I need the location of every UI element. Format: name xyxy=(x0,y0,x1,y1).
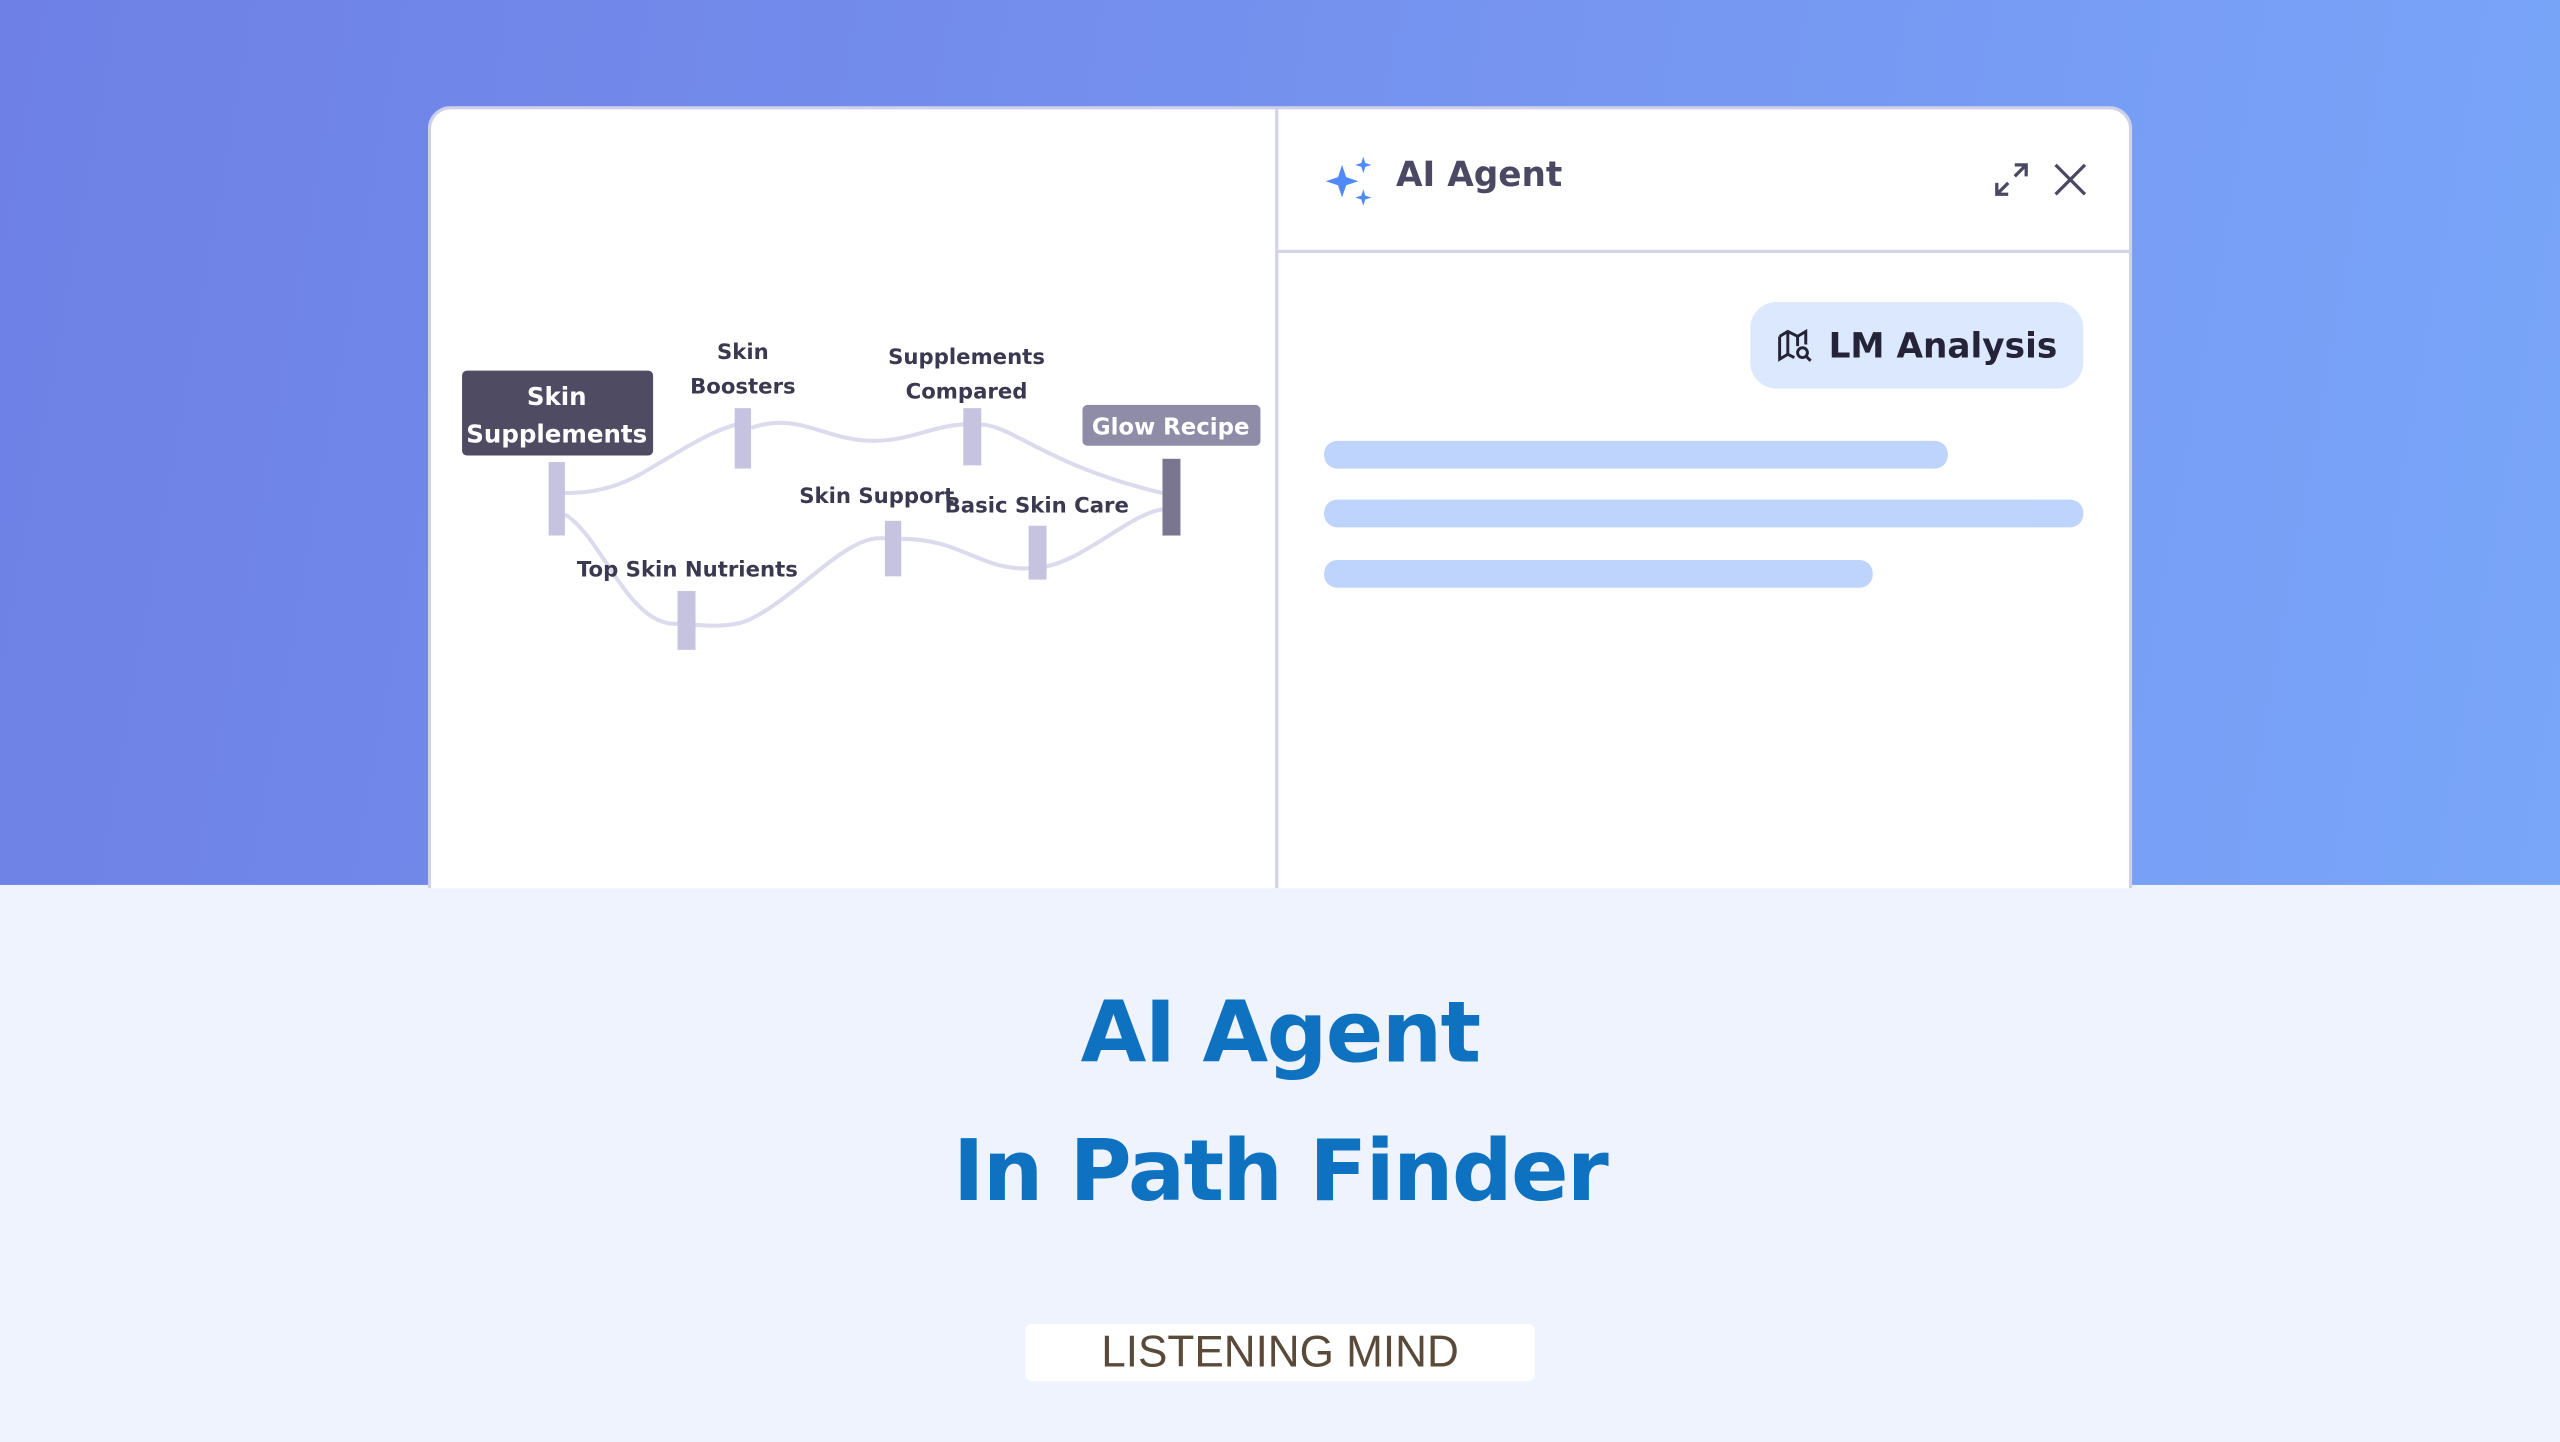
node-label: Top Skin Nutrients xyxy=(577,557,798,582)
brand-logo-text: LISTENING MIND xyxy=(1025,1324,1535,1382)
close-icon[interactable] xyxy=(2049,158,2091,200)
node-bar xyxy=(677,591,696,650)
graph-node-skin-support[interactable]: Skin Support xyxy=(799,484,954,577)
headline-line-1: AI Agent xyxy=(1080,984,1482,1083)
graph-node-skin-boosters[interactable]: Skin Boosters xyxy=(690,340,796,469)
app-window: AI Agent LM Analysis xyxy=(427,106,2133,889)
graph-link xyxy=(564,422,737,496)
node-bar xyxy=(963,408,982,466)
node-label: Glow Recipe xyxy=(1092,414,1250,440)
graph-link xyxy=(750,420,980,443)
node-bar xyxy=(734,408,752,469)
node-bar xyxy=(884,520,902,577)
loading-line xyxy=(1324,440,1948,469)
graph-node-top-skin-nutrients[interactable]: Top Skin Nutrients xyxy=(577,557,798,650)
node-label: Basic Skin Care xyxy=(945,494,1129,519)
graph-node-basic-skin-care[interactable]: Basic Skin Care xyxy=(945,494,1129,580)
node-label-box xyxy=(1082,404,1261,446)
node-bar xyxy=(1028,525,1047,580)
node-label: Skin xyxy=(527,382,587,411)
panel-divider xyxy=(1275,109,1279,889)
node-label: Compared xyxy=(906,379,1028,404)
lm-analysis-label: LM Analysis xyxy=(1828,325,2058,365)
map-search-icon xyxy=(1778,328,1812,362)
graph-link xyxy=(563,512,887,628)
graph-links xyxy=(563,420,1163,628)
loading-line xyxy=(1324,499,2084,528)
graph-node-glow-recipe[interactable]: Glow Recipe xyxy=(1082,404,1261,536)
node-label-box xyxy=(462,370,654,456)
node-label: Supplements xyxy=(466,419,647,448)
ai-agent-title: AI Agent xyxy=(1395,155,1563,195)
graph-node-skin-supplements[interactable]: Skin Supplements xyxy=(462,370,654,536)
node-bar xyxy=(548,462,565,536)
expand-icon[interactable] xyxy=(1990,158,2032,200)
node-label: Supplements xyxy=(888,345,1045,370)
loading-line xyxy=(1324,560,1873,588)
graph-node-supplements-compared[interactable]: Supplements Compared xyxy=(888,345,1045,466)
lm-analysis-button[interactable]: LM Analysis xyxy=(1750,302,2084,389)
node-label: Boosters xyxy=(690,374,796,399)
path-graph: Skin Supplements Skin Boosters Supplemen… xyxy=(462,340,1261,650)
graph-link xyxy=(979,422,1163,496)
ai-agent-header: AI Agent xyxy=(1278,109,2130,254)
headline-line-2: In Path Finder xyxy=(952,1123,1609,1222)
node-label: Skin xyxy=(717,340,769,365)
sparkle-icon xyxy=(1325,156,1372,206)
node-label: Skin Support xyxy=(799,484,954,509)
node-bar xyxy=(1162,458,1181,536)
